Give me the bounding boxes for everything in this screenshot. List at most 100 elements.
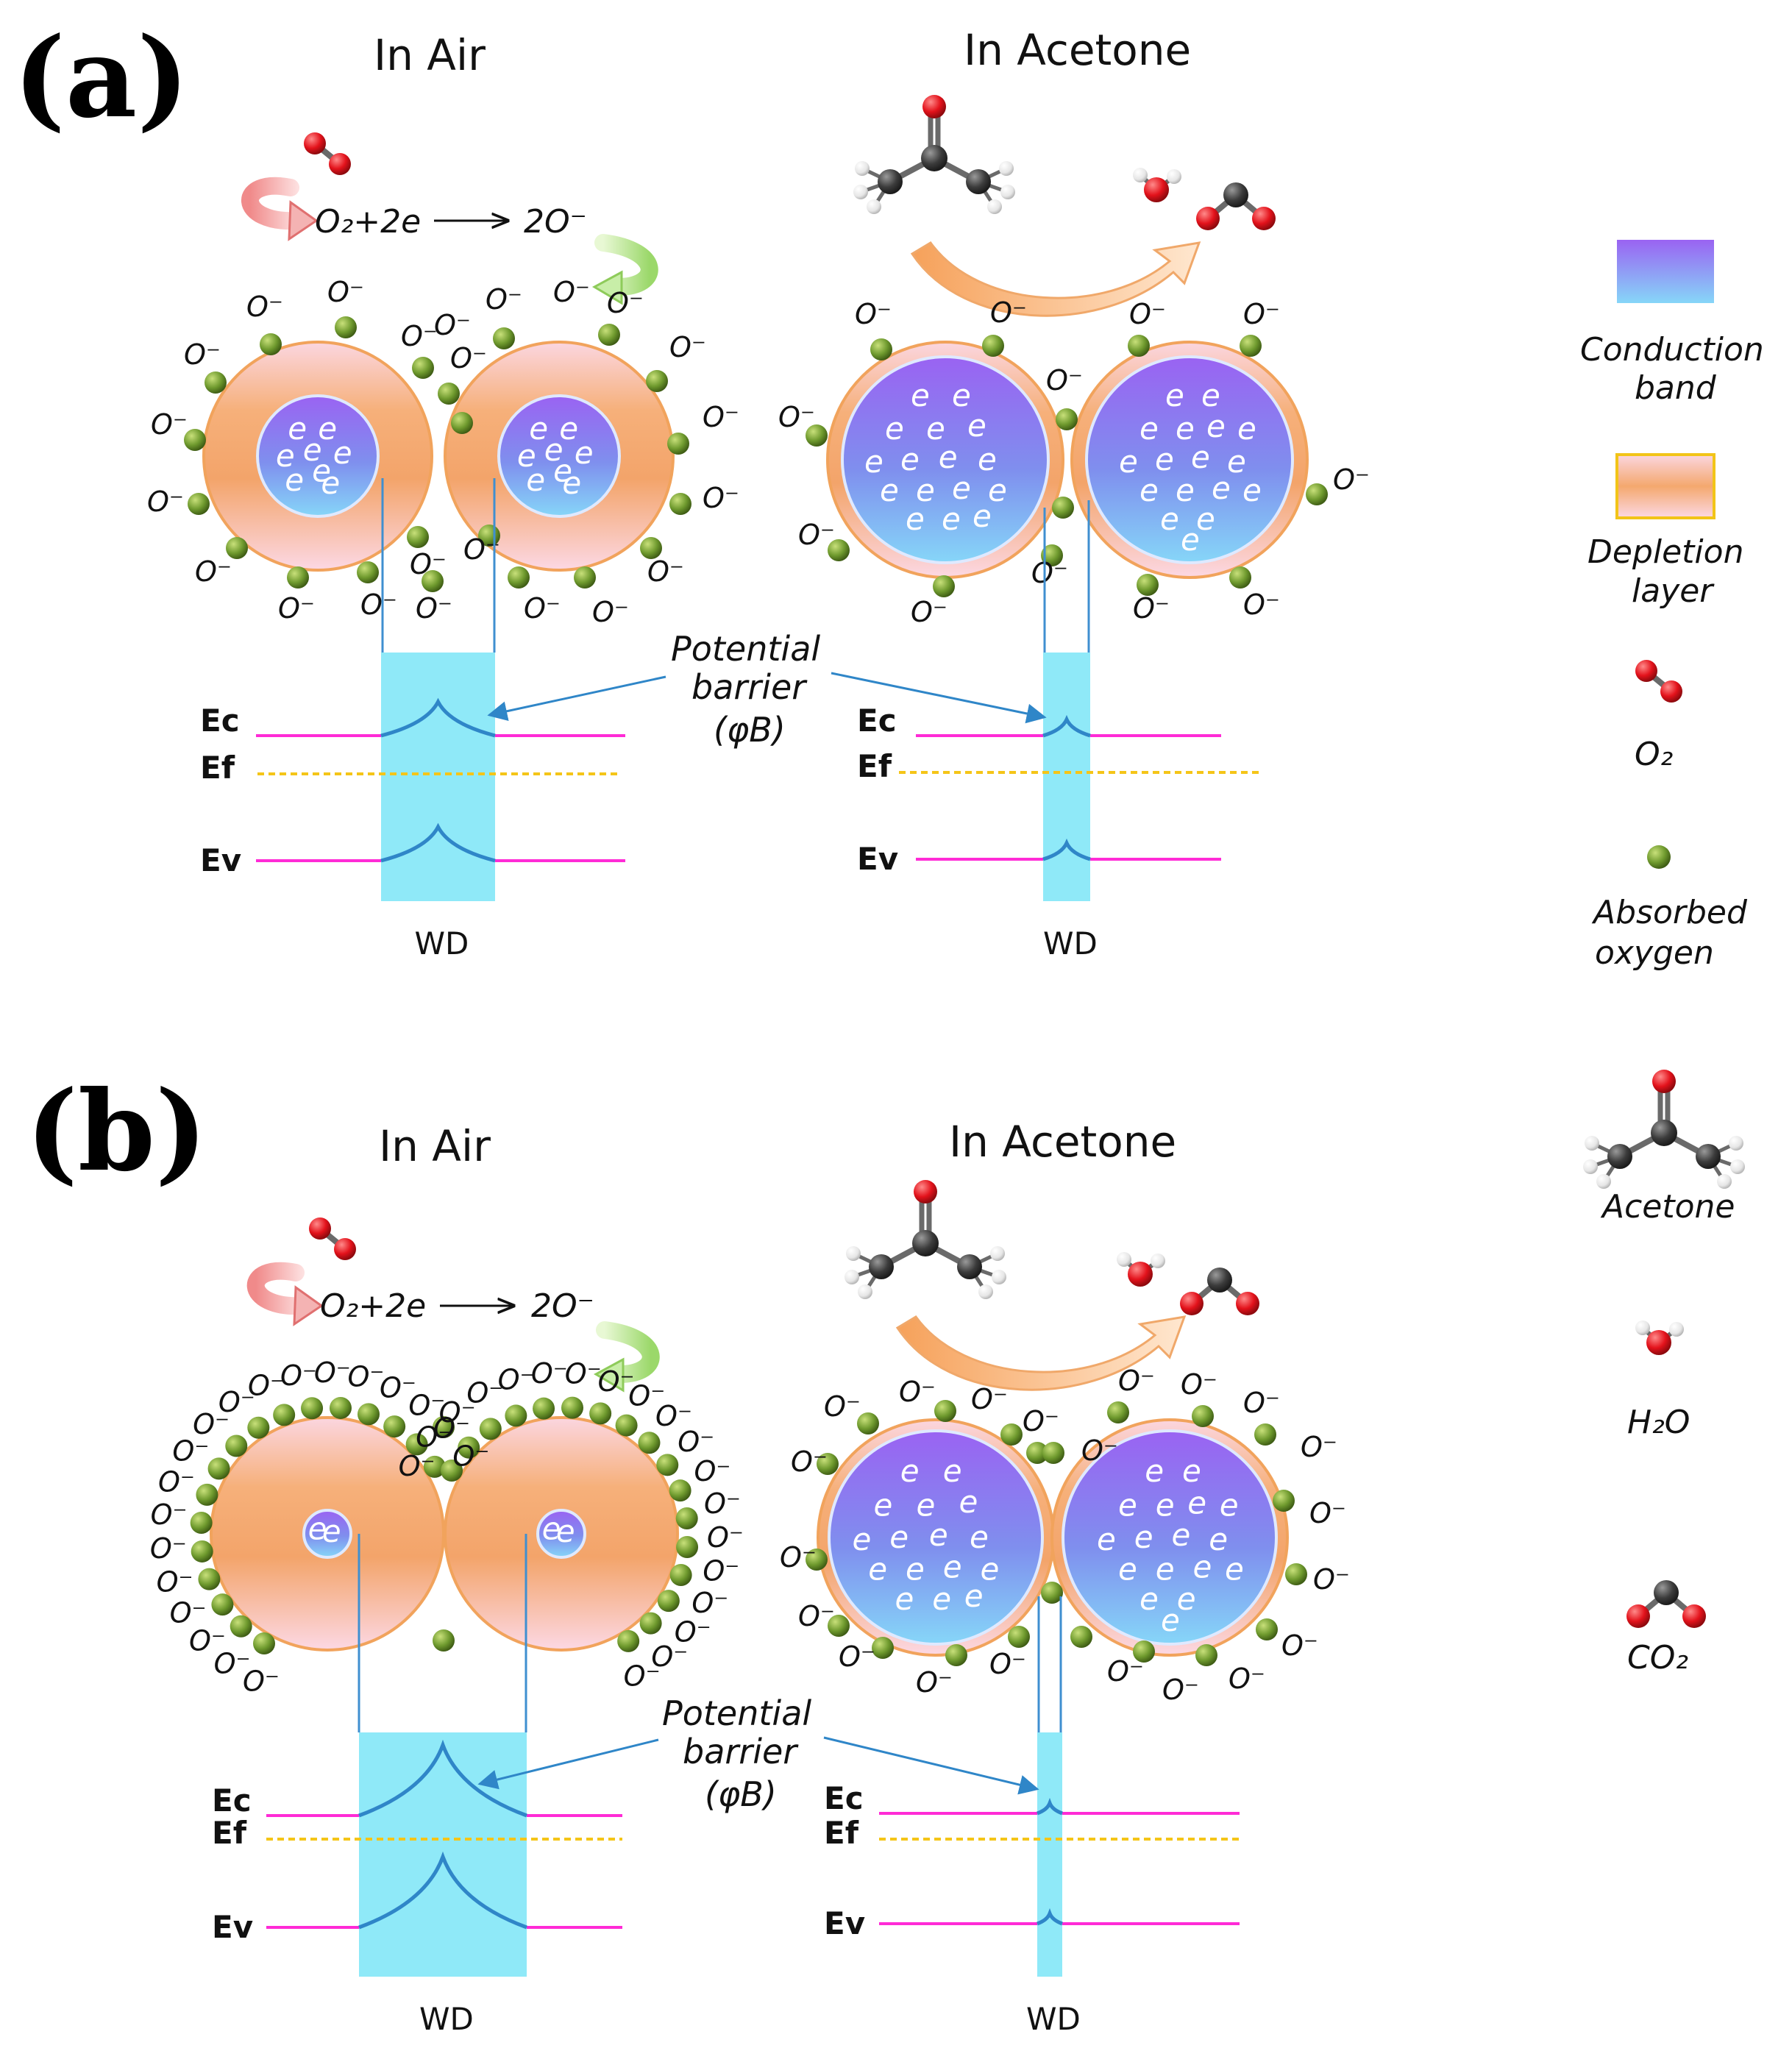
hydrogen-atom (987, 199, 1002, 214)
ec-label: Ec (824, 1780, 864, 1816)
legend-absorbed-oxygen-line2: oxygen (1595, 934, 1714, 972)
legend-conduction-band-line1: Conduction (1580, 331, 1764, 369)
adsorbed-oxygen-dot (638, 1432, 661, 1454)
adsorbed-ion-label: O⁻ (195, 555, 232, 588)
adsorbed-ion-label: O⁻ (1162, 1674, 1199, 1706)
adsorbed-ion-label: O⁻ (628, 1379, 665, 1412)
adsorbed-oxygen-dot (301, 1397, 324, 1420)
adsorbed-oxygen-dot (184, 429, 206, 451)
electron-label: e (1242, 472, 1262, 508)
carbon-atom (912, 1230, 939, 1256)
barrier-label-line3: (φB) (714, 710, 786, 750)
electron-label: e (1145, 1453, 1164, 1489)
potential-barrier-curve (1037, 1908, 1063, 1926)
hydrogen-atom (1167, 169, 1181, 184)
legend-depletion-layer-swatch (1615, 453, 1715, 519)
electron-label: e (1160, 501, 1179, 537)
electron-label: e (943, 1549, 962, 1585)
panel-b-air-grain-right: ee (444, 1416, 679, 1652)
barrier-label-line1: Potential (671, 629, 820, 669)
adsorbed-ion-label: O⁻ (280, 1359, 317, 1392)
adsorbed-ion-label: O⁻ (360, 589, 397, 621)
electron-label: e (939, 439, 958, 475)
adsorbed-ion-label: O⁻ (703, 401, 739, 433)
panel-b-air-oxygens (190, 1396, 699, 1654)
adsorbed-ion-label: O⁻ (189, 1624, 226, 1657)
hydrogen-atom (1730, 1159, 1745, 1174)
electron-label: e (981, 1551, 1000, 1588)
panel-b-co2-molecule-icon (1180, 1268, 1259, 1315)
electron-label: e (1155, 441, 1174, 477)
adsorbed-oxygen-dot (438, 383, 460, 405)
adsorbed-ion-label: O⁻ (1107, 1655, 1144, 1688)
electron-label: e (906, 1551, 925, 1588)
potential-barrier-curve (380, 697, 496, 738)
adsorbed-ion-label: O⁻ (172, 1435, 209, 1468)
depletion-width-region (1043, 653, 1090, 901)
adsorbed-ion-label: O⁻ (990, 296, 1027, 329)
adsorbed-ion-label: O⁻ (157, 1565, 193, 1598)
adsorbed-oxygen-dot (646, 370, 668, 392)
co2-molecule (1626, 1580, 1706, 1628)
panel-a-acetone-ion-labels: O⁻O⁻O⁻O⁻O⁻O⁻O⁻O⁻O⁻O⁻O⁻O⁻ (778, 296, 1370, 628)
electron-label: e (973, 498, 992, 534)
electron-label: e (312, 453, 331, 489)
electron-label: e (1225, 1551, 1244, 1588)
green-curved-arrow-head-icon (591, 270, 623, 305)
adsorbed-oxygen-dot (1000, 1423, 1023, 1446)
adsorbed-oxygen-dot (806, 1549, 828, 1571)
electron-label: e (556, 1513, 575, 1549)
adsorbed-ion-label: O⁻ (703, 482, 739, 514)
electron-label: e (308, 1511, 327, 1547)
conduction-band-core (1062, 1429, 1278, 1646)
carbon-atom (869, 1254, 894, 1279)
electron-label: e (288, 410, 307, 447)
electron-label: e (517, 438, 536, 474)
adsorbed-ion-label: O⁻ (1243, 589, 1280, 621)
adsorbed-oxygen-dot (383, 1415, 406, 1438)
panel-b-air-grain-left: ee (210, 1416, 445, 1652)
adsorbed-ion-label: O⁻ (839, 1640, 875, 1673)
adsorbed-ion-label: O⁻ (1129, 298, 1166, 330)
adsorbed-ion-label: O⁻ (193, 1408, 230, 1440)
hydrogen-atom (1635, 1320, 1650, 1335)
electron-label: e (529, 410, 548, 447)
ec-label: Ec (857, 703, 897, 739)
hydrogen-atom (858, 1284, 872, 1299)
legend: Conduction band Depletion layer O₂ Absor… (1580, 240, 1764, 1677)
electron-label: e (889, 1519, 909, 1555)
electron-label: e (900, 441, 920, 477)
panel-a-co2-molecule-icon (1196, 182, 1276, 230)
legend-co2-label: CO₂ (1627, 1639, 1688, 1677)
adsorbed-ion-label: O⁻ (452, 1440, 489, 1472)
electron-label: e (952, 377, 971, 413)
adsorbed-oxygen-dot (412, 357, 434, 379)
electron-label: e (895, 1581, 914, 1617)
barrier-label-line1: Potential (662, 1693, 811, 1733)
oxygen-atom (914, 1180, 937, 1204)
adsorbed-ion-label: O⁻ (1229, 1663, 1265, 1695)
adsorbed-ion-label: O⁻ (1309, 1497, 1346, 1529)
adsorbed-oxygen-dot (1192, 1405, 1214, 1427)
hydrogen-atom (1151, 1254, 1165, 1268)
electron-label: e (1212, 470, 1231, 506)
adsorbed-ion-label: O⁻ (408, 1389, 445, 1421)
adsorbed-ion-label: O⁻ (531, 1357, 568, 1390)
adsorbed-oxygen-dot (1240, 335, 1262, 357)
oxygen-atom (1635, 660, 1657, 682)
ev-label: Ev (212, 1909, 253, 1945)
electron-label: e (322, 1513, 341, 1549)
adsorbed-ion-label: O⁻ (151, 1498, 188, 1531)
adsorbed-ion-label: O⁻ (401, 320, 438, 352)
adsorbed-ion-label: O⁻ (450, 342, 487, 374)
electron-label: e (874, 1487, 893, 1524)
electron-label: e (1134, 1519, 1153, 1555)
adsorbed-ion-label: O⁻ (524, 592, 561, 625)
panel-a-h2o-molecule-icon (1133, 168, 1181, 202)
electron-label: e (285, 462, 304, 498)
adsorbed-ion-label: O⁻ (1133, 592, 1170, 625)
potential-barrier-curve (358, 1739, 527, 1818)
legend-depletion-layer-line1: Depletion (1587, 533, 1743, 571)
molecules-layer (304, 95, 1276, 1315)
